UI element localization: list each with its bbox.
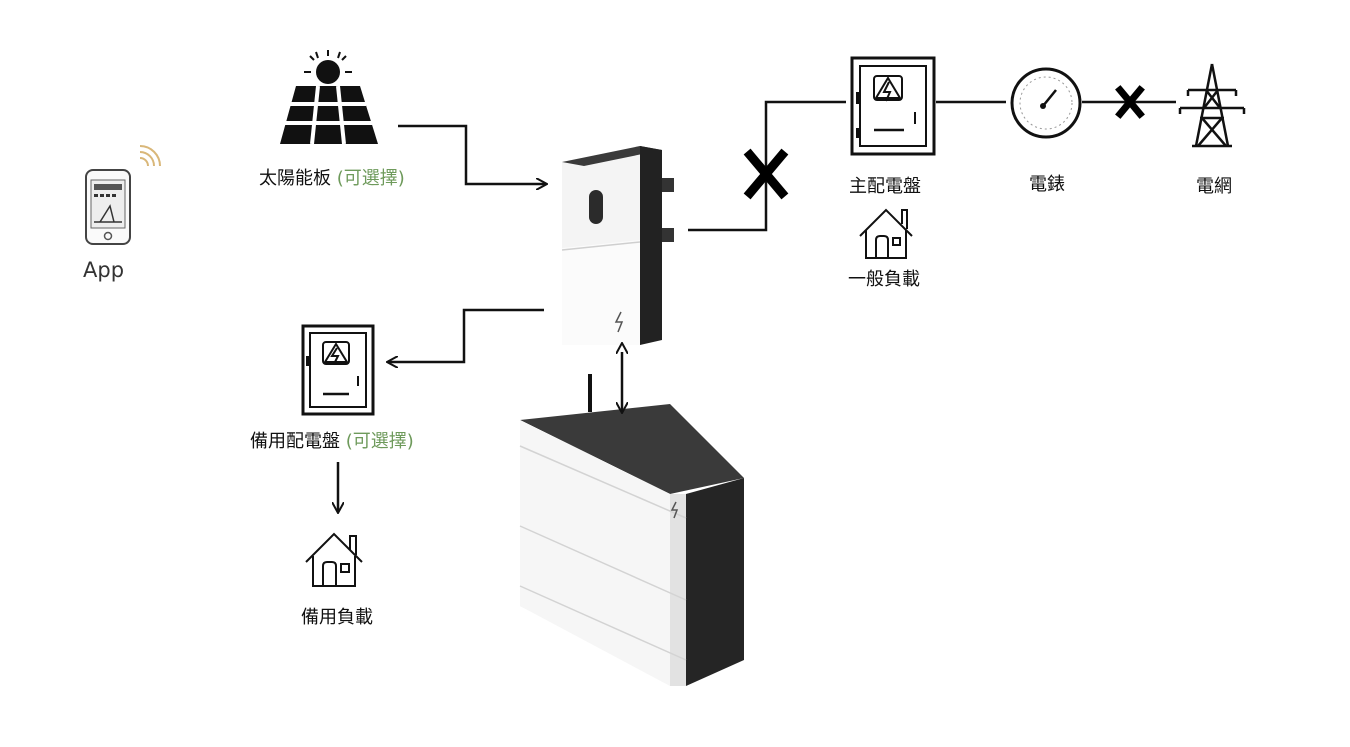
solar-label-text: 太陽能板: [259, 168, 331, 189]
battery-unit: [519, 374, 744, 686]
backup-panel-label: 備用配電盤 (可選擇): [250, 431, 414, 453]
backup-load-house-icon: [305, 532, 363, 587]
meter-gauge-icon: [1010, 67, 1082, 139]
meter-label: 電錶: [1029, 174, 1065, 195]
general-load-label: 一般負載: [848, 269, 920, 290]
inverter-to-backup-panel-line: [388, 308, 544, 362]
smartphone-wifi-icon: [85, 145, 161, 245]
backup-panel-optional-text: (可選擇): [345, 431, 414, 452]
general-load-house-icon: [859, 208, 913, 259]
grid-label: 電網: [1196, 176, 1232, 197]
backup-panel-electrical-icon: [301, 324, 375, 416]
power-tower-icon: [1178, 63, 1246, 148]
inverter-to-main-panel-line: [688, 100, 846, 232]
solar-optional-text: (可選擇): [336, 168, 405, 189]
app-label: App: [83, 258, 125, 282]
main-panel-label: 主配電盤: [849, 176, 921, 197]
disconnect-x-icon: [1115, 85, 1145, 119]
inverter-unit: [561, 146, 674, 345]
main-panel-electrical-icon: [850, 56, 936, 156]
solar-label: 太陽能板 (可選擇): [259, 168, 405, 190]
backup-panel-label-text: 備用配電盤: [250, 431, 340, 452]
disconnect-x-icon: [743, 148, 789, 200]
solar-to-inverter-line: [398, 124, 546, 184]
connection-lines: [338, 100, 1176, 512]
backup-load-label: 備用負載: [301, 607, 373, 628]
solar-panel-sun-icon: [280, 50, 378, 145]
